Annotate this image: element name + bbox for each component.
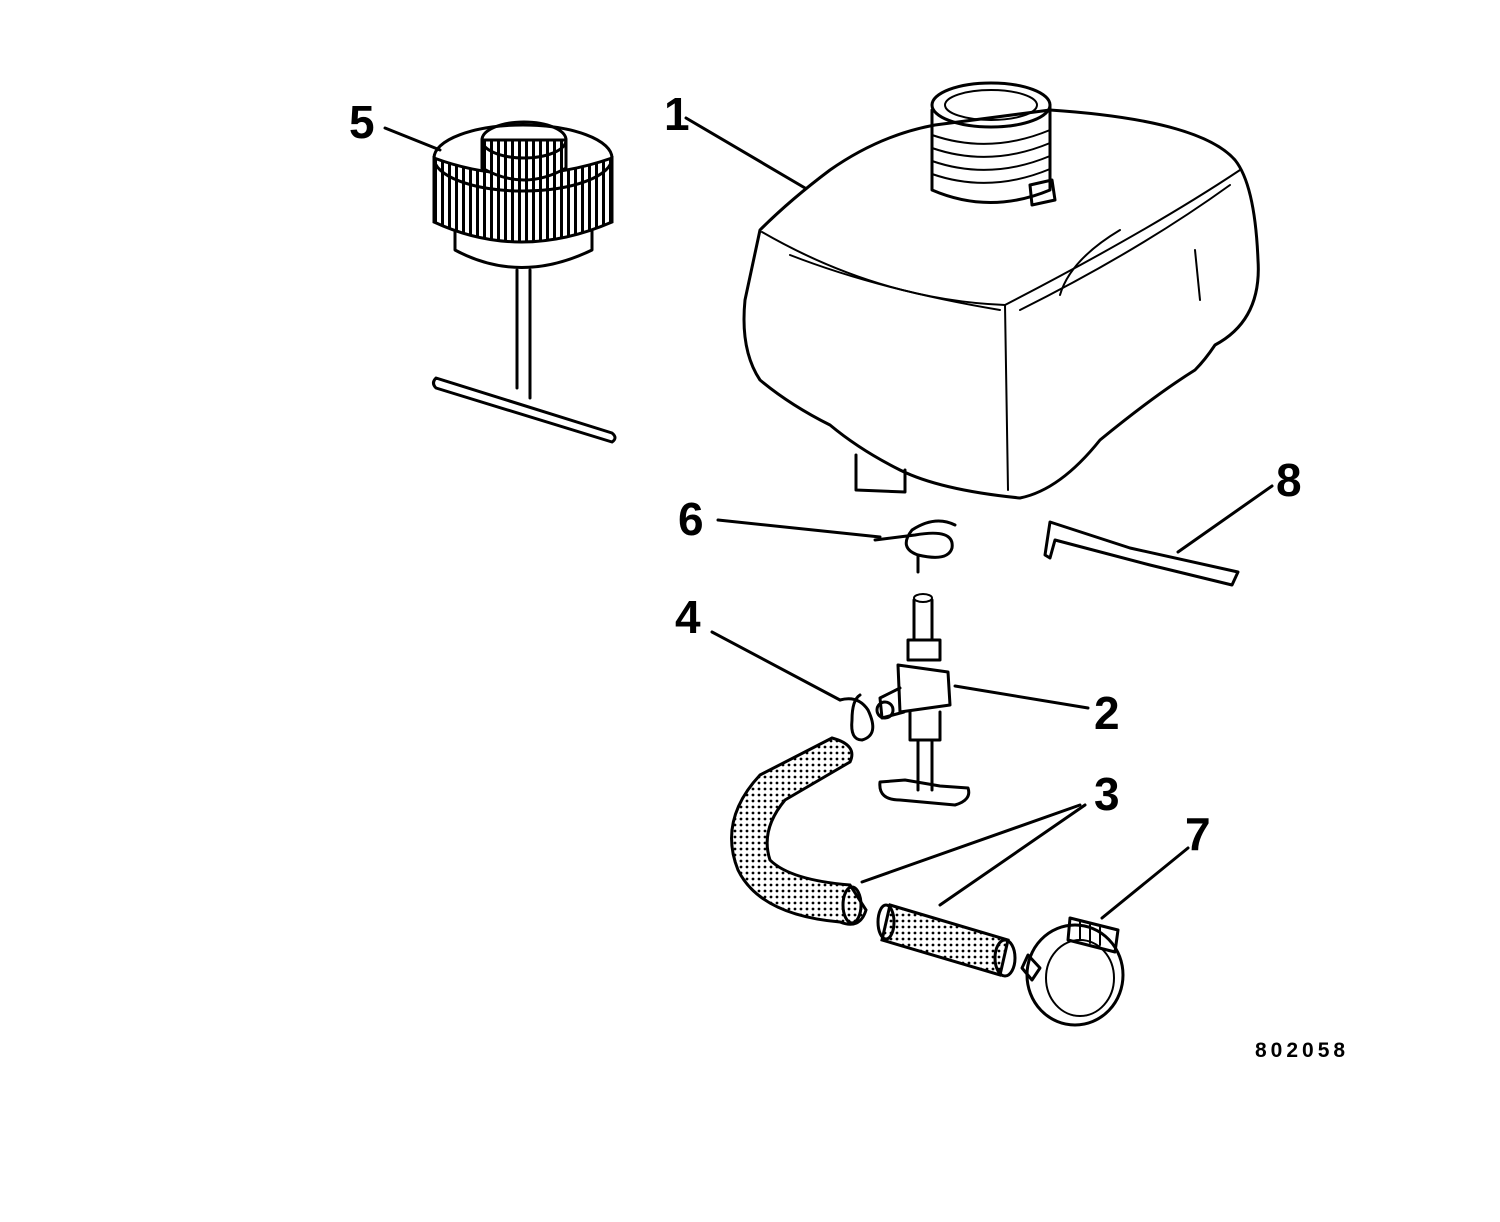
leader-3a	[860, 803, 1082, 884]
fuel-hose-bent-part	[730, 736, 868, 926]
figure-code: 802058	[1255, 1039, 1349, 1062]
fuel-valve-part	[875, 593, 971, 807]
callout-4: 4	[675, 591, 701, 643]
callout-1: 1	[664, 88, 690, 140]
leader-6	[716, 518, 882, 539]
fuel-tank-part	[742, 81, 1260, 500]
callout-6: 6	[678, 493, 704, 545]
leader-4	[710, 630, 842, 702]
hose-clip-part	[838, 693, 875, 742]
callout-7: 7	[1185, 808, 1211, 860]
leader-3b	[938, 803, 1087, 907]
leader-lines	[383, 116, 1274, 920]
fuel-hose-straight-part	[876, 903, 1017, 978]
callout-2: 2	[1094, 687, 1120, 739]
callout-8: 8	[1276, 454, 1302, 506]
callout-3: 3	[1094, 768, 1120, 820]
fuel-cap-part	[432, 120, 617, 444]
leader-1	[684, 116, 807, 190]
callout-labels: 1 5 6 8 4 2 3 7 802058	[349, 88, 1349, 1062]
leader-7	[1100, 846, 1190, 920]
leader-5	[383, 126, 442, 152]
callout-5: 5	[349, 96, 375, 148]
leader-2	[953, 684, 1090, 710]
hose-clamp-part	[1020, 916, 1125, 1027]
tank-bracket-part	[1043, 520, 1240, 587]
wire-clip-part	[873, 519, 957, 574]
leader-8	[1176, 484, 1274, 554]
